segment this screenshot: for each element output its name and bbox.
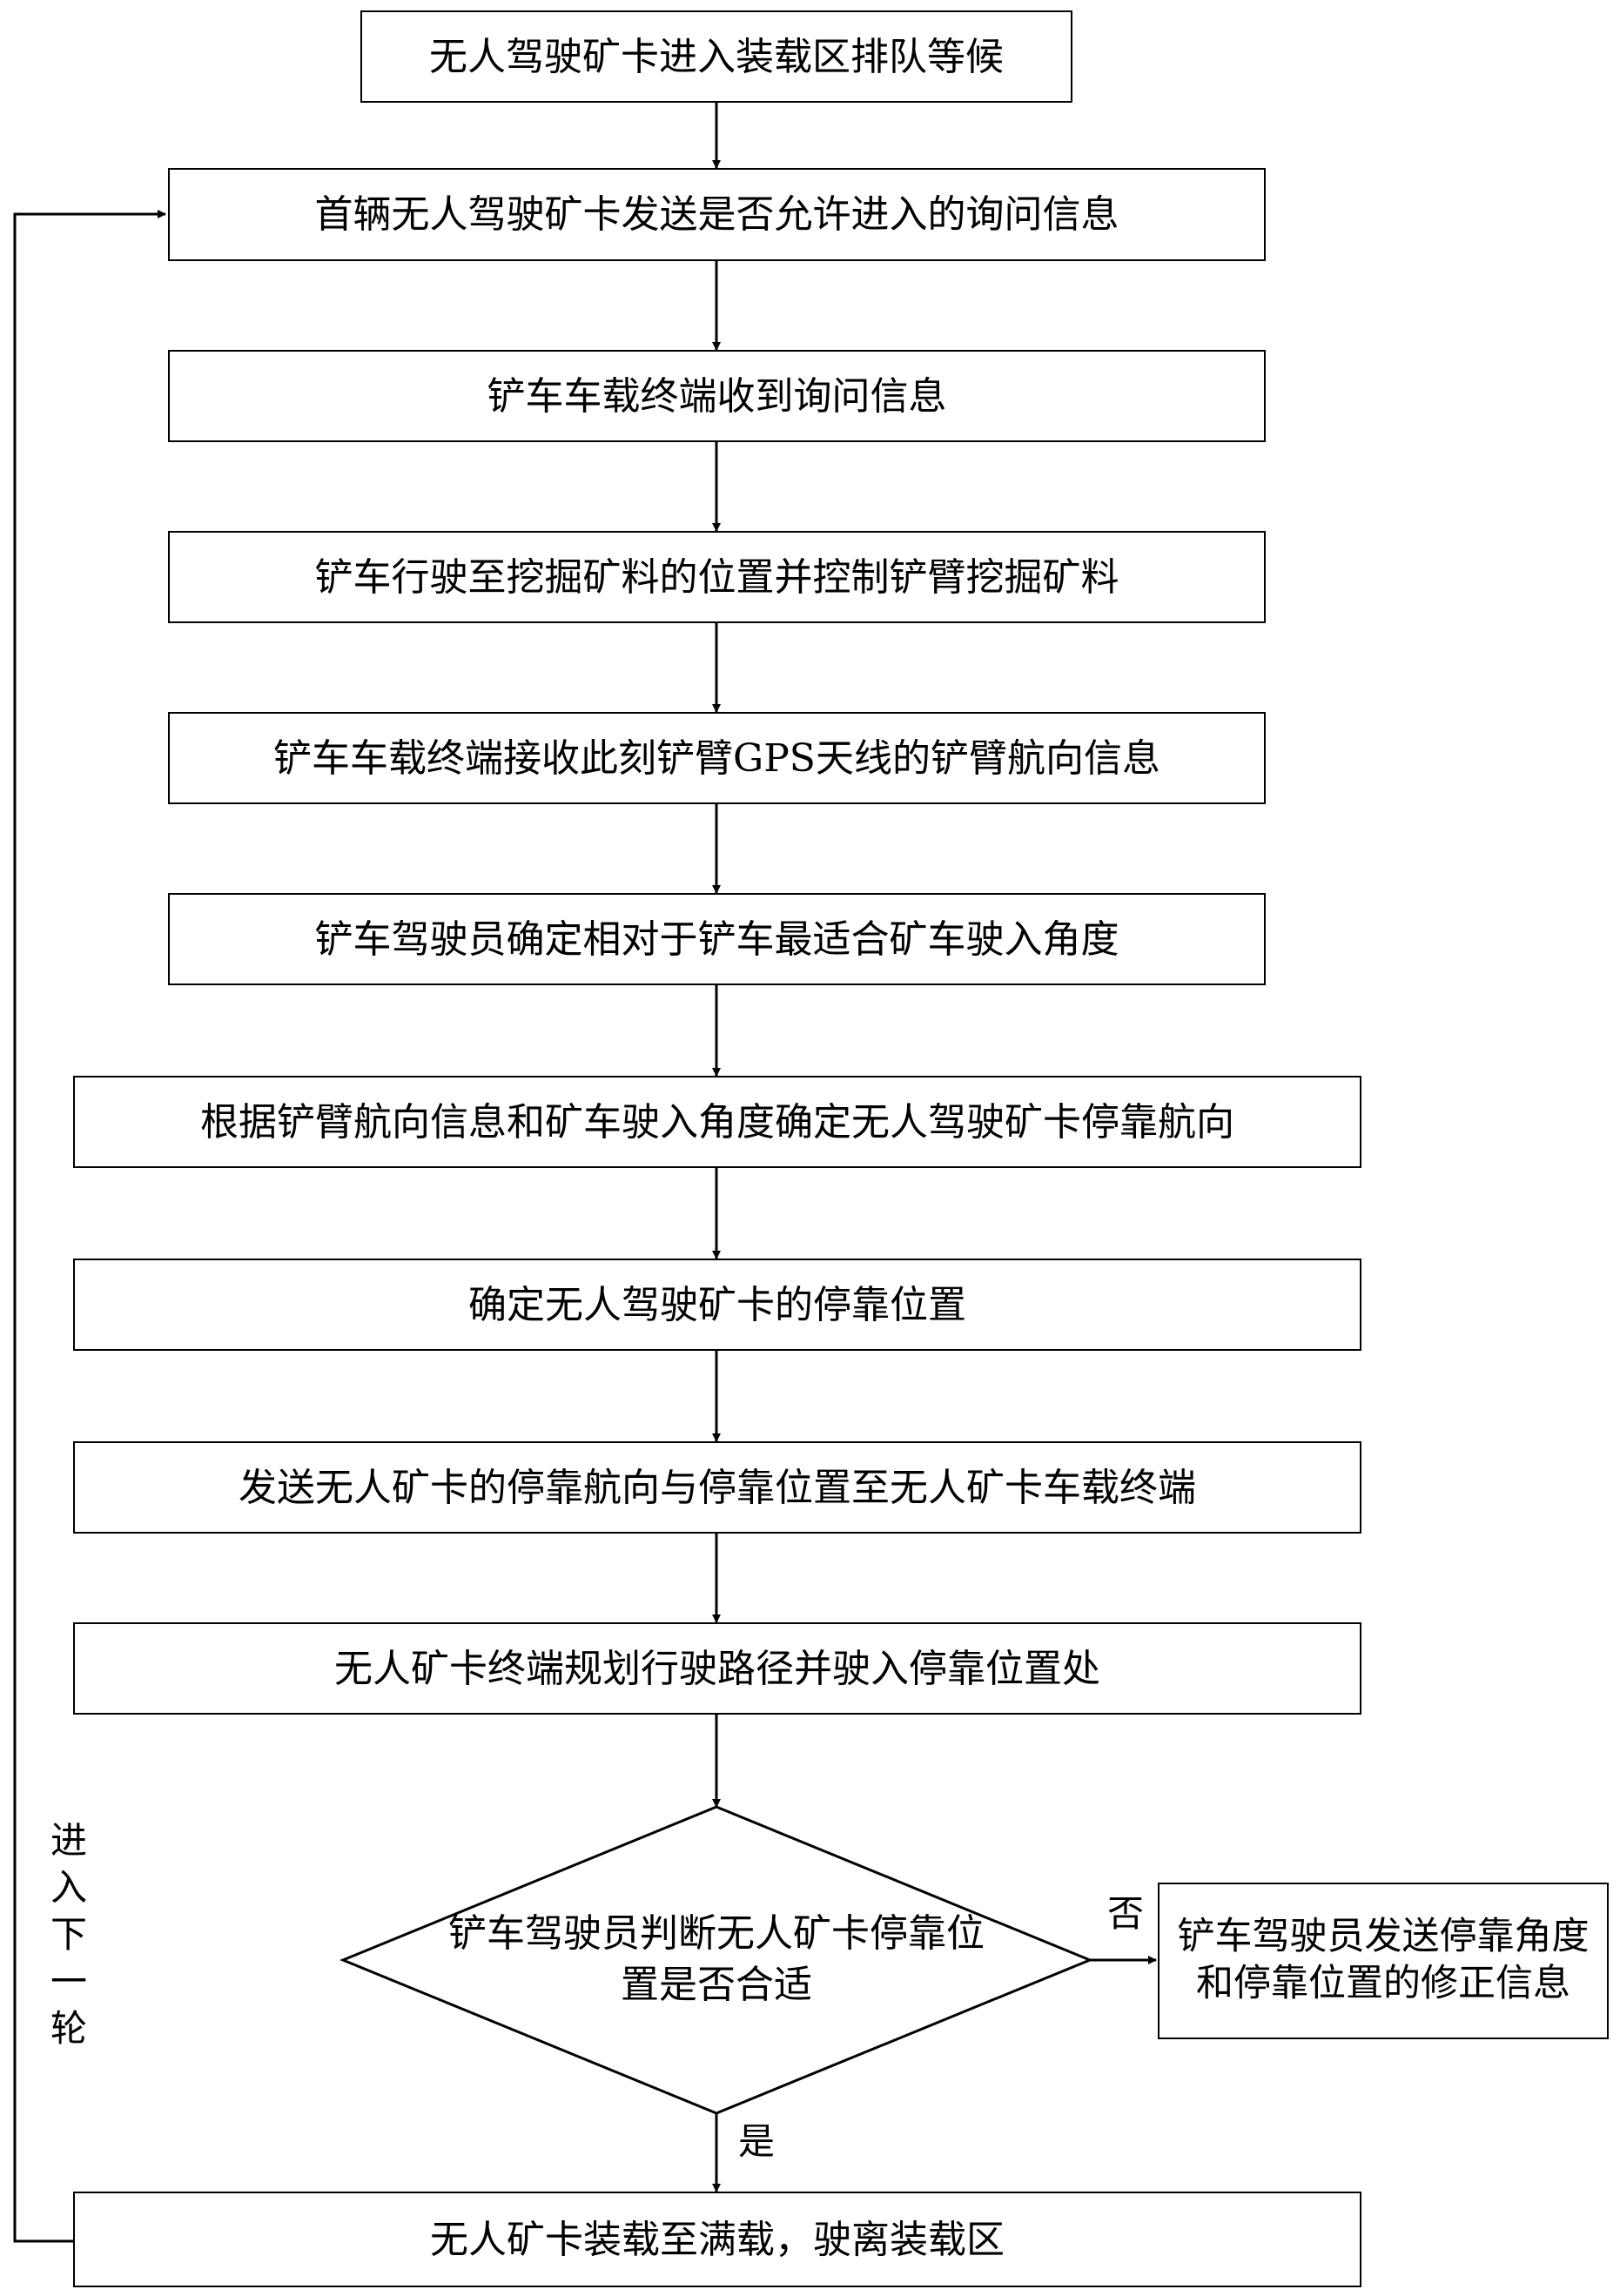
step-plan-path: 无人矿卡终端规划行驶路径并驶入停靠位置处 bbox=[73, 1622, 1361, 1715]
step-dig-ore: 铲车行驶至挖掘矿料的位置并控制铲臂挖掘矿料 bbox=[168, 531, 1266, 623]
step-queue: 无人驾驶矿卡进入装载区排队等候 bbox=[360, 10, 1072, 103]
step-determine-heading: 根据铲臂航向信息和矿车驶入角度确定无人驾驶矿卡停靠航向 bbox=[73, 1076, 1361, 1168]
step-receive-inquiry: 铲车车载终端收到询问信息 bbox=[168, 350, 1266, 442]
step-receive-heading: 铲车车载终端接收此刻铲臂GPS天线的铲臂航向信息 bbox=[168, 712, 1266, 804]
loop-label-char: 下 bbox=[50, 1913, 87, 1956]
step-send-to-truck: 发送无人矿卡的停靠航向与停靠位置至无人矿卡车载终端 bbox=[73, 1441, 1361, 1534]
step-determine-position: 确定无人驾驶矿卡的停靠位置 bbox=[73, 1259, 1361, 1351]
step-load-and-leave: 无人矿卡装载至满载，驶离装载区 bbox=[73, 2192, 1361, 2287]
loop-label-char: 入 bbox=[50, 1866, 87, 1909]
loop-label-char: 轮 bbox=[50, 2007, 87, 2050]
yes-label: 是 bbox=[738, 2120, 776, 2163]
step-send-inquiry: 首辆无人驾驶矿卡发送是否允许进入的询问信息 bbox=[168, 168, 1266, 261]
loop-label: 进 入 下 一 轮 bbox=[47, 1817, 91, 2052]
correction-box: 铲车驾驶员发送停靠角度和停靠位置的修正信息 bbox=[1158, 1883, 1609, 2039]
step-determine-angle: 铲车驾驶员确定相对于铲车最适合矿车驶入角度 bbox=[168, 893, 1266, 985]
loop-label-char: 进 bbox=[50, 1819, 87, 1862]
decision-line-2: 置是否合适 bbox=[621, 1963, 812, 2008]
decision-text: 铲车驾驶员判断无人矿卡停靠位 置是否合适 bbox=[387, 1908, 1046, 2011]
loop-label-char: 一 bbox=[50, 1960, 87, 2003]
decision-diamond bbox=[339, 1805, 1093, 2115]
decision-line-1: 铲车驾驶员判断无人矿卡停靠位 bbox=[448, 1911, 985, 1956]
no-label: 否 bbox=[1107, 1892, 1145, 1935]
